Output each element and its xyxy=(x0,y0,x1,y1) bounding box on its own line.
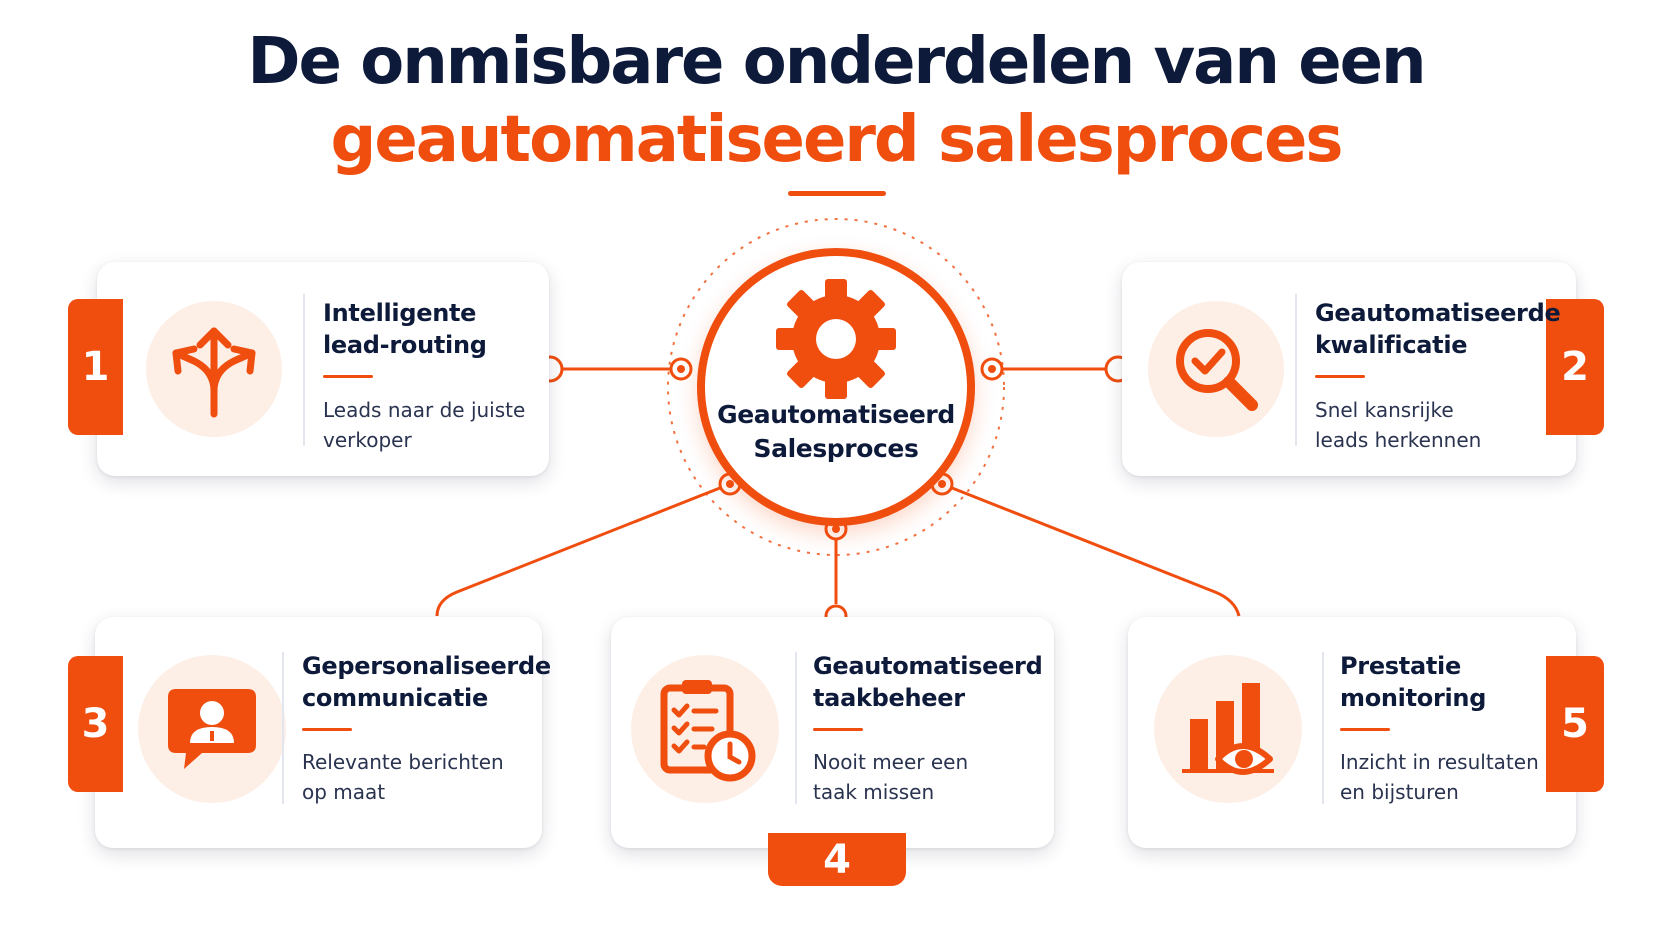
card-2-number-tab: 2 xyxy=(1546,299,1604,435)
card-3-icon-bg xyxy=(138,655,286,803)
card-5-title-bar xyxy=(1340,728,1390,731)
card-4-icon-bg xyxy=(631,655,779,803)
chat-user-icon xyxy=(168,689,256,769)
gear-icon xyxy=(776,279,896,399)
card-5-icon-bg xyxy=(1154,655,1302,803)
card-4-title-bar xyxy=(813,728,863,731)
clipboard-clock-icon xyxy=(660,680,756,782)
card-3-title-bar xyxy=(302,728,352,731)
bar-chart-eye-icon xyxy=(1182,683,1274,775)
card-3-title: Gepersonaliseerde communicatie xyxy=(302,652,551,712)
card-2-icon-bg xyxy=(1148,301,1284,437)
card-5-number-tab: 5 xyxy=(1546,656,1604,792)
title-underline xyxy=(788,191,886,196)
card-5-divider xyxy=(1322,652,1324,804)
card-1-divider xyxy=(303,294,305,446)
card-3-number-tab: 3 xyxy=(68,656,123,792)
page-title-line-1: De onmisbare onderdelen van een xyxy=(247,25,1426,99)
page-title-line-2: geautomatiseerd salesproces xyxy=(330,103,1344,177)
card-4-description: Nooit meer een taak missen xyxy=(813,750,969,804)
card-2-title: Geautomatiseerde kwalificatie xyxy=(1315,299,1561,359)
card-4-divider xyxy=(795,652,797,804)
card-2-divider xyxy=(1295,294,1297,446)
hub-dotted-ring xyxy=(667,218,1005,556)
link-card-5 xyxy=(941,482,1241,617)
card-1-number-tab: 1 xyxy=(68,299,123,435)
card-1-title: Intelligente lead-routing xyxy=(323,299,487,359)
card-3-description: Relevante berichten op maat xyxy=(302,750,504,804)
card-3-divider xyxy=(282,652,284,804)
card-4-title: Geautomatiseerd taakbeheer xyxy=(813,652,1043,712)
card-5-title: Prestatie monitoring xyxy=(1340,652,1487,712)
split-arrows-icon xyxy=(172,327,256,418)
hub-circle xyxy=(697,248,975,526)
card-5-description: Inzicht in resultaten en bijsturen xyxy=(1340,750,1539,804)
card-1-title-bar xyxy=(323,375,373,378)
card-4-number-tab: 4 xyxy=(768,833,906,886)
card-1-description: Leads naar de juiste verkoper xyxy=(323,398,526,452)
card-2-title-bar xyxy=(1315,375,1365,378)
link-card-3 xyxy=(435,482,731,617)
card-2-description: Snel kansrijke leads herkennen xyxy=(1315,398,1482,452)
magnifier-check-icon xyxy=(1176,329,1258,411)
card-1-icon-bg xyxy=(146,301,282,437)
hub-label: Geautomatiseerd Salesproces xyxy=(717,400,955,463)
